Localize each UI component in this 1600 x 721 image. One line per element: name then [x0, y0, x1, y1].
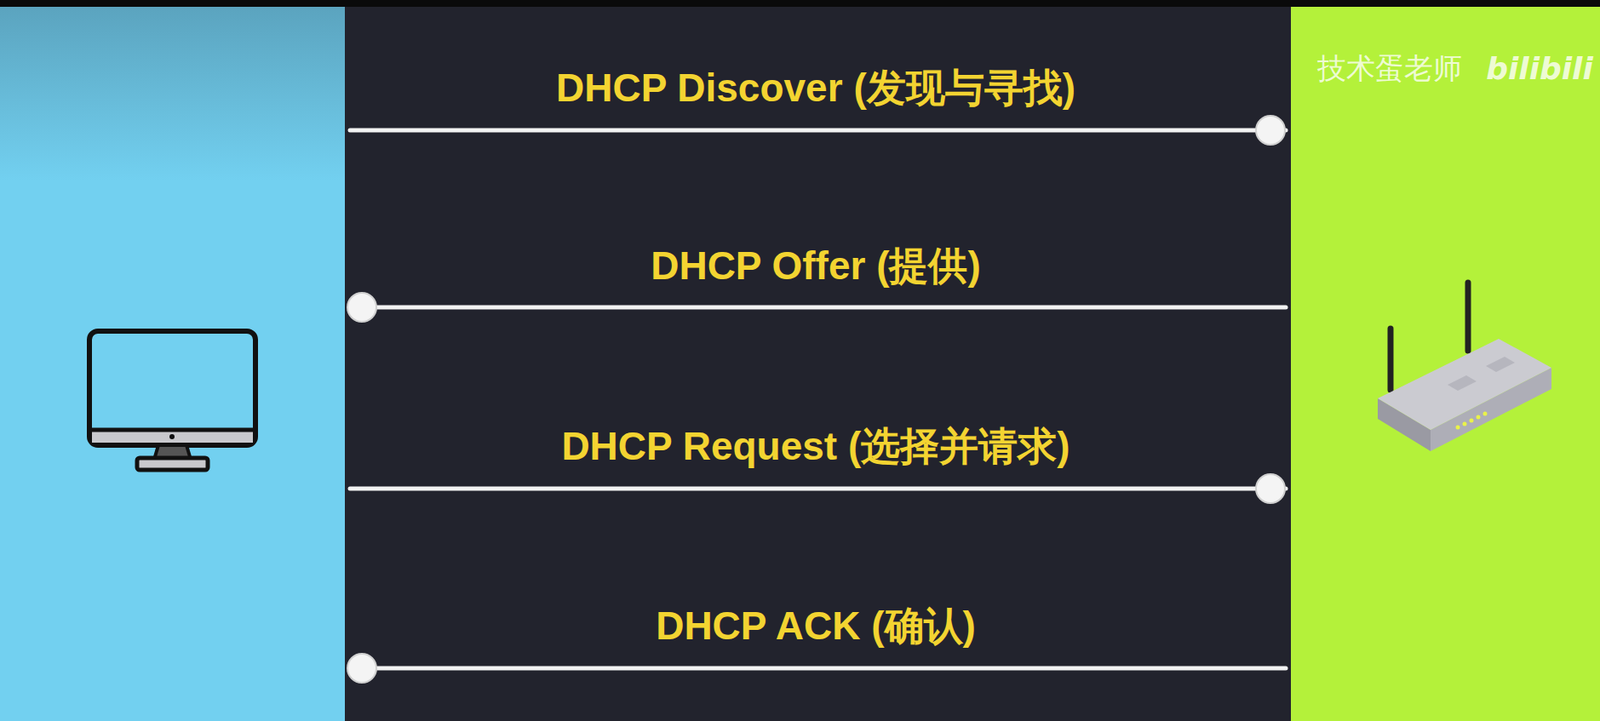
message-label: DHCP Discover (发现与寻找): [556, 62, 1076, 115]
top-bar: [0, 0, 1600, 7]
watermark-logo: bilibili: [1485, 51, 1594, 87]
message-label: DHCP ACK (确认): [655, 600, 976, 654]
computer-icon: [89, 331, 256, 471]
end-dot: [1255, 115, 1285, 145]
end-dot: [347, 292, 377, 322]
offer-line: [349, 305, 1286, 310]
message-dots: [347, 115, 1285, 683]
end-dot: [347, 653, 377, 683]
discover-line: [349, 128, 1286, 133]
watermark: 技术蛋老师: [1317, 49, 1463, 89]
message-label: DHCP Request (选择并请求): [561, 420, 1070, 474]
message-lines: [349, 130, 1286, 669]
ack-line: [349, 666, 1286, 671]
router-icon: [1377, 282, 1552, 452]
message-label: DHCP Offer (提供): [650, 240, 981, 293]
client-panel: [0, 0, 345, 721]
request-line: [349, 487, 1286, 492]
end-dot: [1255, 474, 1285, 504]
server-panel: [1290, 0, 1600, 721]
